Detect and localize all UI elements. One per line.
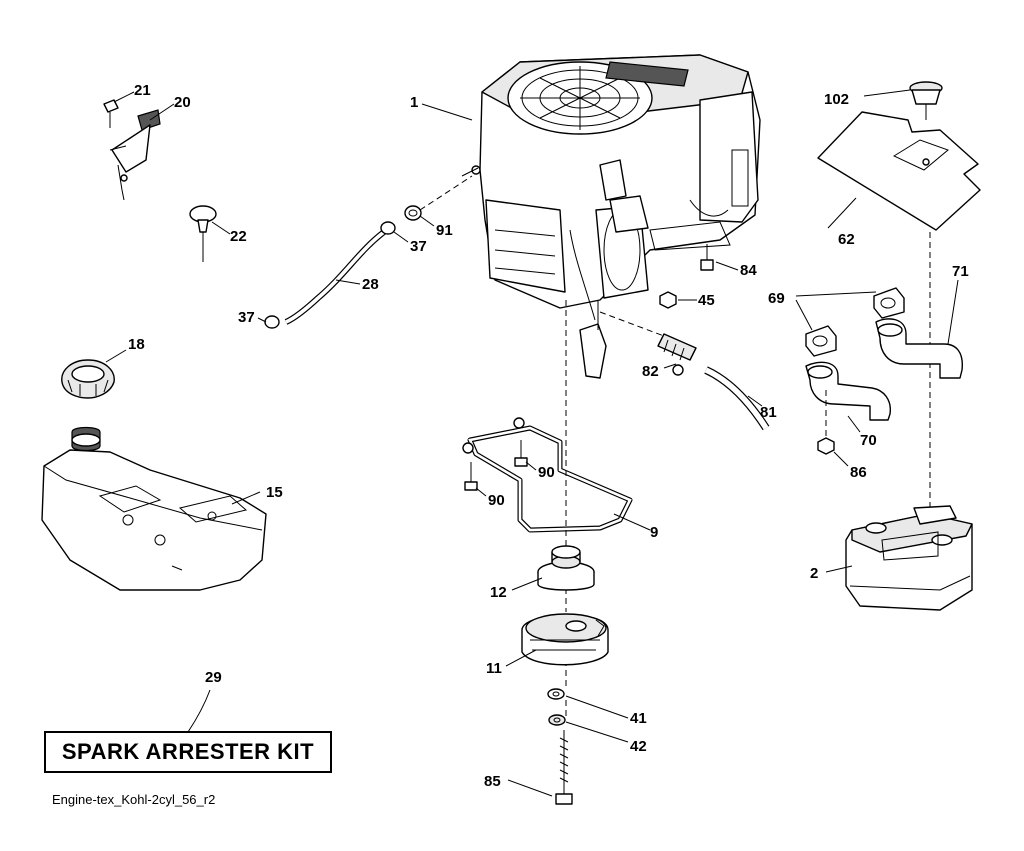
nut-45 [659,291,677,309]
label-11: 11 [486,660,502,677]
exhaust-pipe-71 [875,318,963,379]
label-82: 82 [642,363,659,380]
label-62: 62 [838,231,855,248]
label-85: 85 [484,773,501,790]
washer-left [462,442,474,454]
heat-shield-62 [817,111,981,231]
clutch-11 [521,613,609,666]
nut-86 [817,437,835,455]
clamp-91 [404,205,422,221]
fuel-tank-15 [41,426,267,591]
bolt-90-upper [514,440,528,467]
spark-arrester-kit-label: SPARK ARRESTER KIT [61,739,315,764]
label-20: 20 [174,94,191,111]
label-81: 81 [760,404,777,421]
label-84: 84 [740,262,757,279]
exhaust-pipe-70 [805,361,891,421]
label-2: 2 [810,565,818,582]
bolt-85 [555,730,573,805]
fitting-82 [657,333,697,376]
label-70: 70 [860,432,877,449]
label-71: 71 [952,263,969,280]
muffler-2 [845,505,973,611]
label-9: 9 [650,524,658,541]
pulley-12 [537,545,595,591]
label-21: 21 [134,82,151,99]
label-22: 22 [230,228,247,245]
label-12: 12 [490,584,507,601]
label-42: 42 [630,738,647,755]
bolt-84 [700,244,714,271]
label-15: 15 [266,484,283,501]
label-91: 91 [436,222,453,239]
label-90-lower: 90 [488,492,505,509]
label-102: 102 [824,91,849,108]
washer-41 [547,688,565,700]
diagram-filename: Engine-tex_Kohl-2cyl_56_r2 [52,792,216,807]
label-37-upper: 37 [410,238,427,255]
label-45: 45 [698,292,715,309]
label-69: 69 [768,290,785,307]
washer-42 [548,714,566,726]
clamp-37-upper [380,221,396,235]
fuel-cap-18 [61,359,115,399]
label-41: 41 [630,710,647,727]
choke-knob-22 [189,205,217,262]
gasket-69 [805,287,905,357]
knob-102 [909,81,943,116]
label-18: 18 [128,336,145,353]
wire-connector [579,323,607,379]
label-1: 1 [410,94,418,111]
bolt-90-lower [464,462,478,491]
clamp-37-lower [264,315,280,329]
washer-right [513,417,525,429]
engine [461,54,761,321]
label-37-lower: 37 [238,309,255,326]
bolt-21 [103,99,119,128]
throttle-lever-20 [109,109,161,201]
spark-arrester-kit-box: SPARK ARRESTER KIT [44,731,332,773]
label-28: 28 [362,276,379,293]
label-29: 29 [205,669,222,686]
label-90-upper: 90 [538,464,555,481]
label-86: 86 [850,464,867,481]
